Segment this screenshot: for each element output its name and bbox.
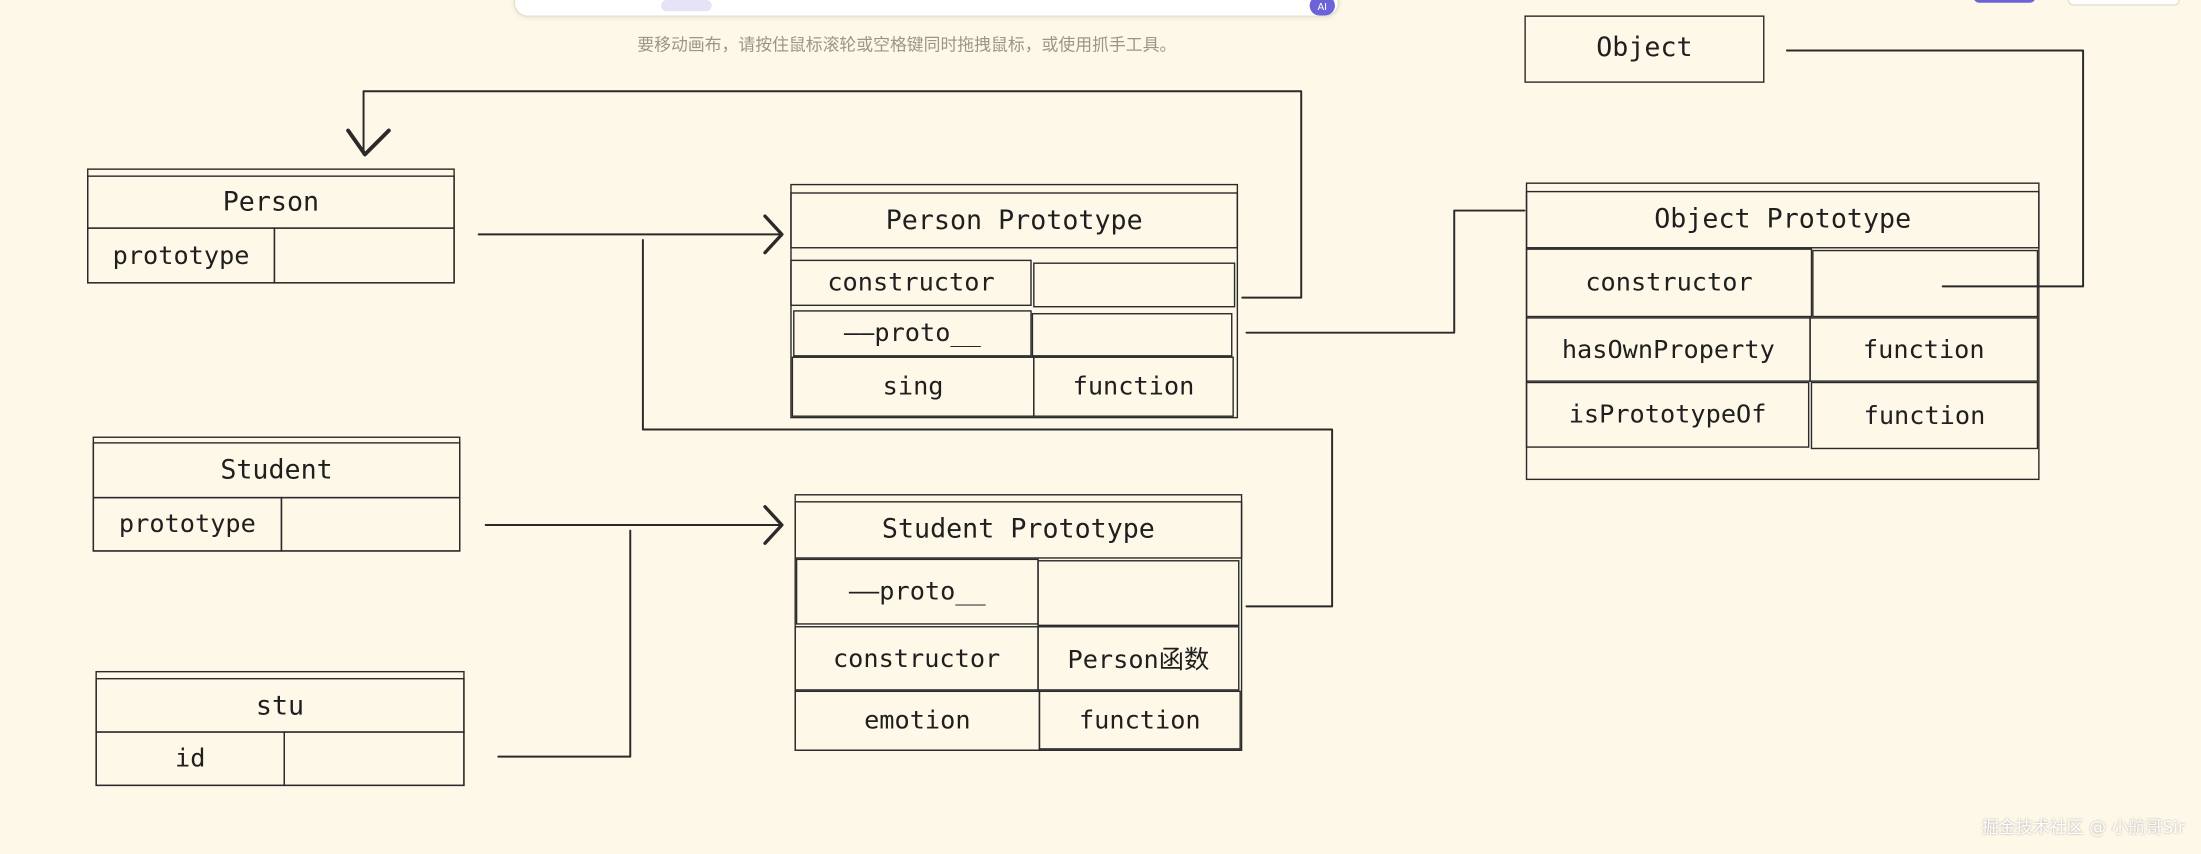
edge-object-constructor-to-object	[1785, 49, 2085, 288]
canvas-hint: 要移动画布，请按住鼠标滚轮或空格键同时拖拽鼠标，或使用抓手工具。	[637, 35, 1177, 55]
watermark: 掘金技术社区 @ 小航哥Sir	[1981, 818, 2185, 838]
student-prototype-proto-key: ——proto__	[795, 558, 1039, 625]
student-title: Student	[220, 454, 333, 486]
person-prototype-value	[273, 227, 455, 284]
object-prototype-hasownproperty-value: function	[1809, 317, 2039, 382]
object-prototype-isprototypeof-key: isPrototypeOf	[1525, 381, 1810, 448]
arrowhead-person-prototype	[763, 214, 784, 255]
student-prototype-value	[280, 496, 461, 552]
object-title: Object	[1596, 32, 1693, 64]
ai-button[interactable]: AI	[1309, 0, 1335, 16]
person-prototype-proto-value	[1031, 313, 1233, 357]
edge-person-proto-to-object-prototype	[1245, 209, 1526, 334]
stu-id-key: id	[95, 731, 285, 787]
primary-top-button[interactable]	[1973, 0, 2036, 3]
student-prototype-proto-value	[1037, 560, 1240, 627]
object-node[interactable]	[1524, 15, 1765, 83]
arrowhead-student-prototype	[763, 505, 784, 545]
person-prototype-constructor-key: constructor	[790, 259, 1032, 307]
person-title: Person	[222, 186, 320, 218]
student-prototype-constructor-value: Person函数	[1037, 626, 1240, 691]
object-prototype-title: Object Prototype	[1654, 203, 1912, 235]
person-prototype-sing-key: sing	[791, 356, 1035, 417]
person-prototype-title: Person Prototype	[885, 204, 1143, 236]
edge-constructor-to-person	[362, 90, 1303, 299]
person-prototype-proto-key: ——proto__	[793, 310, 1032, 357]
object-prototype-hasownproperty-key: hasOwnProperty	[1525, 317, 1811, 382]
edge-student-proto-to-person-prototype	[641, 239, 1334, 608]
stu-id-value	[283, 731, 465, 787]
person-prototype-constructor-value	[1033, 262, 1236, 308]
student-prototype-key: prototype	[92, 496, 283, 552]
person-prototype-key: prototype	[87, 227, 276, 284]
object-prototype-title-cell	[1525, 190, 2040, 249]
student-prototype-emotion-value: function	[1038, 690, 1241, 750]
edge-stu-to-student-prototype	[497, 529, 632, 758]
student-prototype-title-cell	[794, 501, 1243, 559]
stu-title: stu	[255, 690, 305, 722]
person-prototype-sing-value: function	[1033, 356, 1234, 417]
arrowhead-person	[346, 128, 391, 157]
student-prototype-title: Student Prototype	[881, 513, 1155, 545]
person-prototype-title-cell	[790, 192, 1239, 249]
student-prototype-constructor-key: constructor	[794, 626, 1039, 691]
object-prototype-isprototypeof-value: function	[1810, 381, 2039, 450]
student-prototype-emotion-key: emotion	[794, 690, 1041, 751]
canvas-toolbar[interactable]: AI	[513, 0, 1340, 17]
object-prototype-constructor-key: constructor	[1525, 248, 1813, 318]
object-prototype-constructor-value	[1812, 249, 2039, 318]
toolbar-pill[interactable]	[661, 0, 712, 12]
